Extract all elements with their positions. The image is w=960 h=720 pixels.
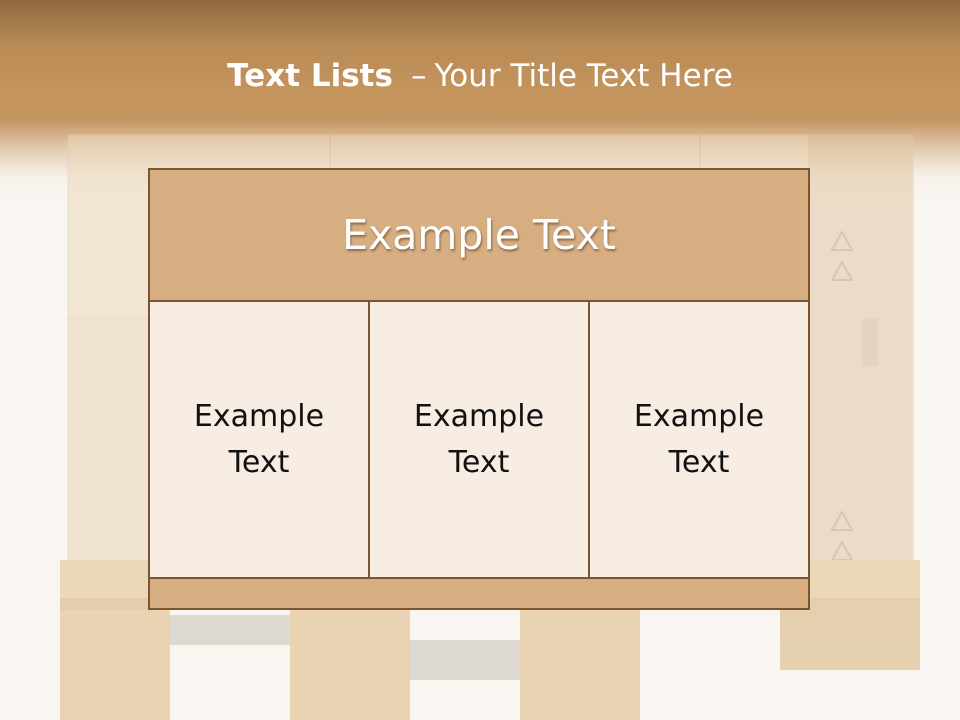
table-cell-1: Example Text: [150, 302, 370, 577]
recycle-icon: [830, 229, 854, 281]
cell-text: Example Text: [193, 398, 325, 480]
table-cell-2: Example Text: [370, 302, 590, 577]
table-footer: [150, 577, 808, 608]
text-table: Example Text Example Text Example Text E…: [148, 168, 810, 610]
title-dash: –: [410, 58, 427, 94]
table-cell-3: Example Text: [590, 302, 808, 577]
table-header-text: Example Text: [342, 211, 616, 259]
cell-text: Example Text: [413, 398, 545, 480]
title-subtitle: Your Title Text Here: [434, 58, 733, 94]
cell-text: Example Text: [633, 398, 765, 480]
table-header: Example Text: [150, 170, 808, 302]
title-main: Text Lists: [227, 58, 393, 94]
slide-title: Text Lists–Your Title Text Here: [0, 55, 960, 97]
